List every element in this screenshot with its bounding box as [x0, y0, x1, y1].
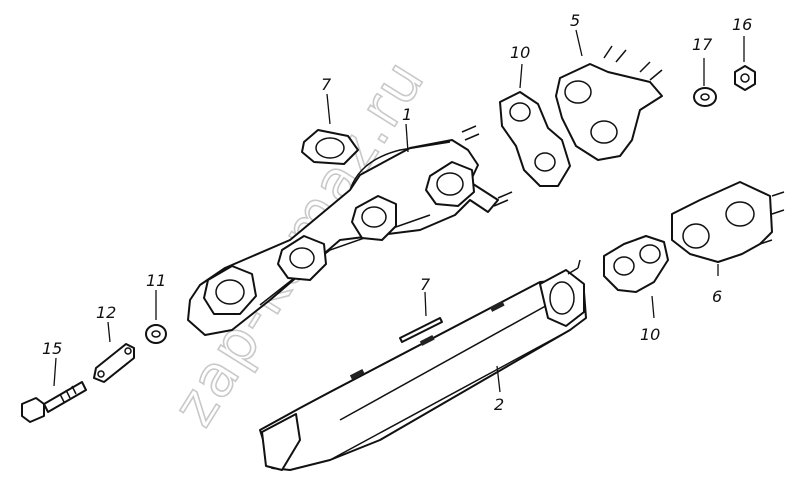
callout-elbow-5: 5 — [570, 11, 580, 30]
elbow-part-6 — [671, 181, 785, 263]
callout-pipe: 2 — [494, 395, 504, 414]
gasket-part-10-bottom — [603, 235, 669, 293]
callout-gasket-7-top: 7 — [321, 75, 332, 94]
callout-nut: 16 — [732, 15, 752, 34]
gasket-part-7-mid — [399, 317, 443, 343]
callout-spacer: 11 — [146, 271, 166, 290]
manifold-port-flange — [277, 235, 327, 281]
washer-part-17 — [693, 87, 717, 107]
exhaust-pipe-part — [259, 259, 587, 471]
nut-part-16 — [734, 65, 756, 91]
callout-bolt: 15 — [42, 339, 62, 358]
exhaust-manifold-part — [187, 125, 513, 336]
manifold-port-flange — [425, 161, 475, 207]
spacer-part-11 — [145, 324, 167, 344]
callout-elbow-6: 6 — [712, 287, 722, 306]
elbow-part-5 — [555, 45, 663, 161]
pipe-inlet-flange — [539, 269, 585, 327]
callout-manifold: 1 — [402, 105, 412, 124]
callout-washer: 17 — [692, 35, 713, 54]
gasket-part-10-top — [499, 91, 571, 187]
gasket-part-7-top — [301, 129, 359, 165]
callout-gasket-10-top: 10 — [510, 43, 530, 62]
callout-gasket-7-mid: 7 — [420, 275, 431, 294]
bolt-part-15 — [21, 381, 87, 423]
manifold-port-flange — [203, 265, 257, 315]
callout-plate: 12 — [96, 303, 116, 322]
callout-gasket-10-bottom: 10 — [640, 325, 660, 344]
manifold-port-flange — [351, 195, 397, 241]
lock-plate-part-12 — [93, 343, 135, 383]
